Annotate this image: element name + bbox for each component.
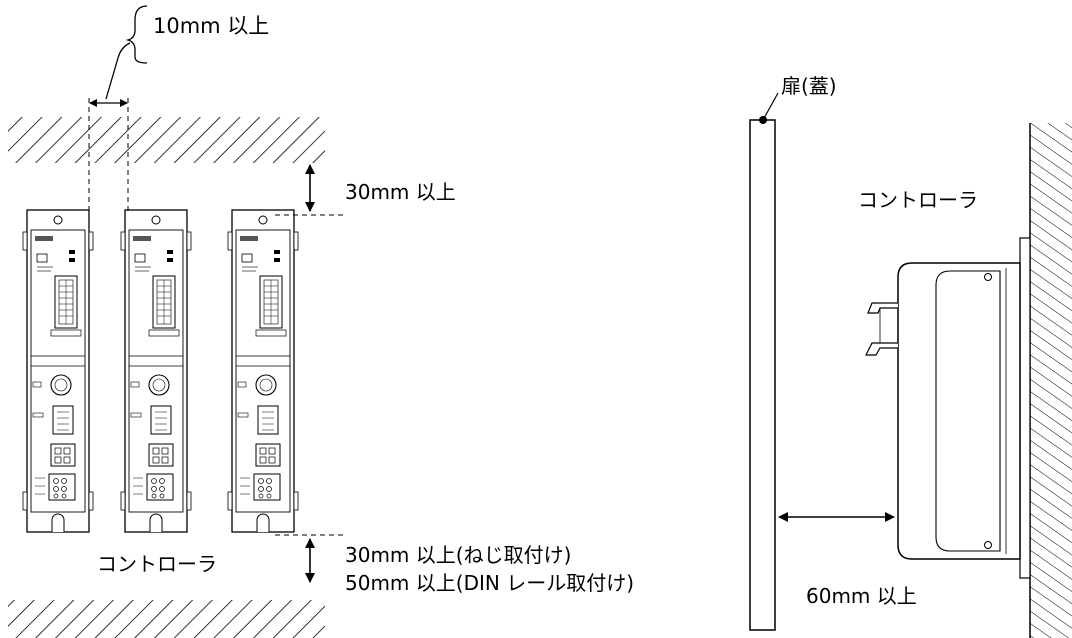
depth-clearance-label: 60mm 以上 [806, 584, 917, 608]
top-gap-label: 10mm 以上 [153, 14, 270, 38]
bottom-din-label: 50mm 以上(DIN レール取付け) [345, 571, 634, 595]
controller-side-view [865, 237, 1031, 579]
top-gap-leader [105, 42, 131, 100]
wall-surface [1030, 123, 1072, 638]
door-label: 扉(蓋) [781, 74, 837, 98]
door-panel [749, 119, 776, 631]
controller-side-label: コントローラ [858, 188, 978, 212]
door-leader [762, 92, 779, 121]
controller-unit-3 [227, 209, 299, 533]
controller-unit-1 [22, 209, 94, 533]
top-mounting-surface [8, 117, 325, 163]
top-gap-bracket [125, 5, 148, 64]
controller-unit-2 [120, 209, 192, 533]
controller-front-label: コントローラ [97, 552, 217, 576]
top-clearance-label: 30mm 以上 [345, 180, 456, 204]
bottom-mounting-surface [8, 600, 325, 638]
bottom-screw-label: 30mm 以上(ねじ取付け) [345, 543, 572, 567]
